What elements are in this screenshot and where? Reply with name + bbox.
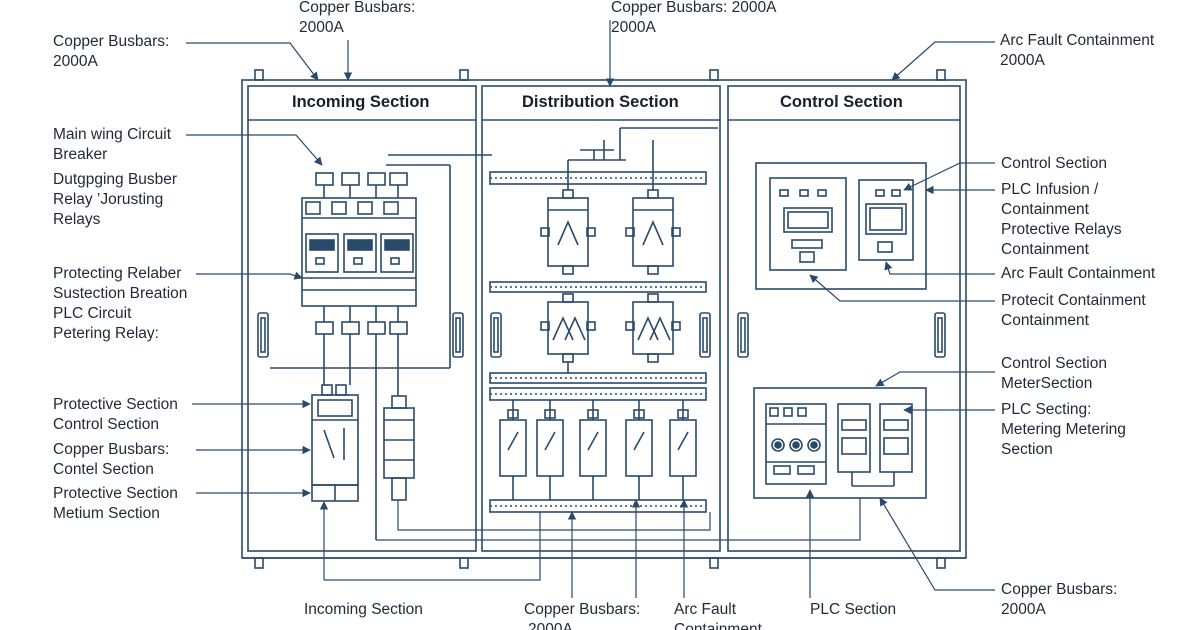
busbar-top [489,171,707,185]
bottom-label-copper: Copper Busbars: 2000A [524,601,641,630]
incoming-panel [247,85,477,552]
callout-outgoing: Dutgpging Busber Relay ’Jorusting Relays [53,171,178,228]
callout-control-meter: Control Section MeterSection [1001,355,1107,392]
callout-protective-metium: Protective Section Metium Section [53,485,178,522]
callout-right-control-section: Control Section [1001,155,1107,172]
callout-main-wing: Main wing Circuit Breaker [53,126,172,163]
callout-top-center-left: Copper Busbars: 2000A [299,0,416,36]
callout-top-right: Arc Fault Containment 2000A [1000,32,1155,69]
callout-protecit: Protecit Containment Containment [1001,292,1146,329]
callout-protective-control: Protective Section Control Section [53,396,178,433]
section-title-control: Control Section [780,93,903,111]
plc-box [753,387,927,499]
control-box [755,162,927,290]
section-title-incoming: Incoming Section [292,93,430,111]
relay-stack [383,407,415,479]
main-breaker [301,197,417,307]
bottom-label-arc: Arc Fault Containment [674,601,762,630]
callout-plc-infusion: PLC Infusion / Containment Protective Re… [1001,181,1122,258]
callout-plc-secting: PLC Secting: Metering Metering Section [1001,401,1126,458]
feeder-breaker [547,197,589,267]
section-title-distribution: Distribution Section [522,93,679,111]
control-panel [727,85,961,552]
bottom-label-plc: PLC Section [810,601,897,618]
callout-protecting: Protecting Relaber Sustection Breation P… [53,265,188,342]
lower-breaker [311,394,359,486]
distribution-panel [481,85,721,552]
callout-bottom-right: Copper Busbars: 2000A [1001,581,1118,618]
callout-copper-contel: Copper Busbars: Contel Section [53,441,170,478]
bottom-label-incoming: Incoming Section [304,601,423,618]
callout-top-left: Copper Busbars: 2000A [53,33,170,70]
handle [257,312,269,358]
callout-arc-fault-right: Arc Fault Containment [1001,265,1156,282]
callout-top-center-right: Copper Busbars: 2000A 2000A [611,0,777,36]
